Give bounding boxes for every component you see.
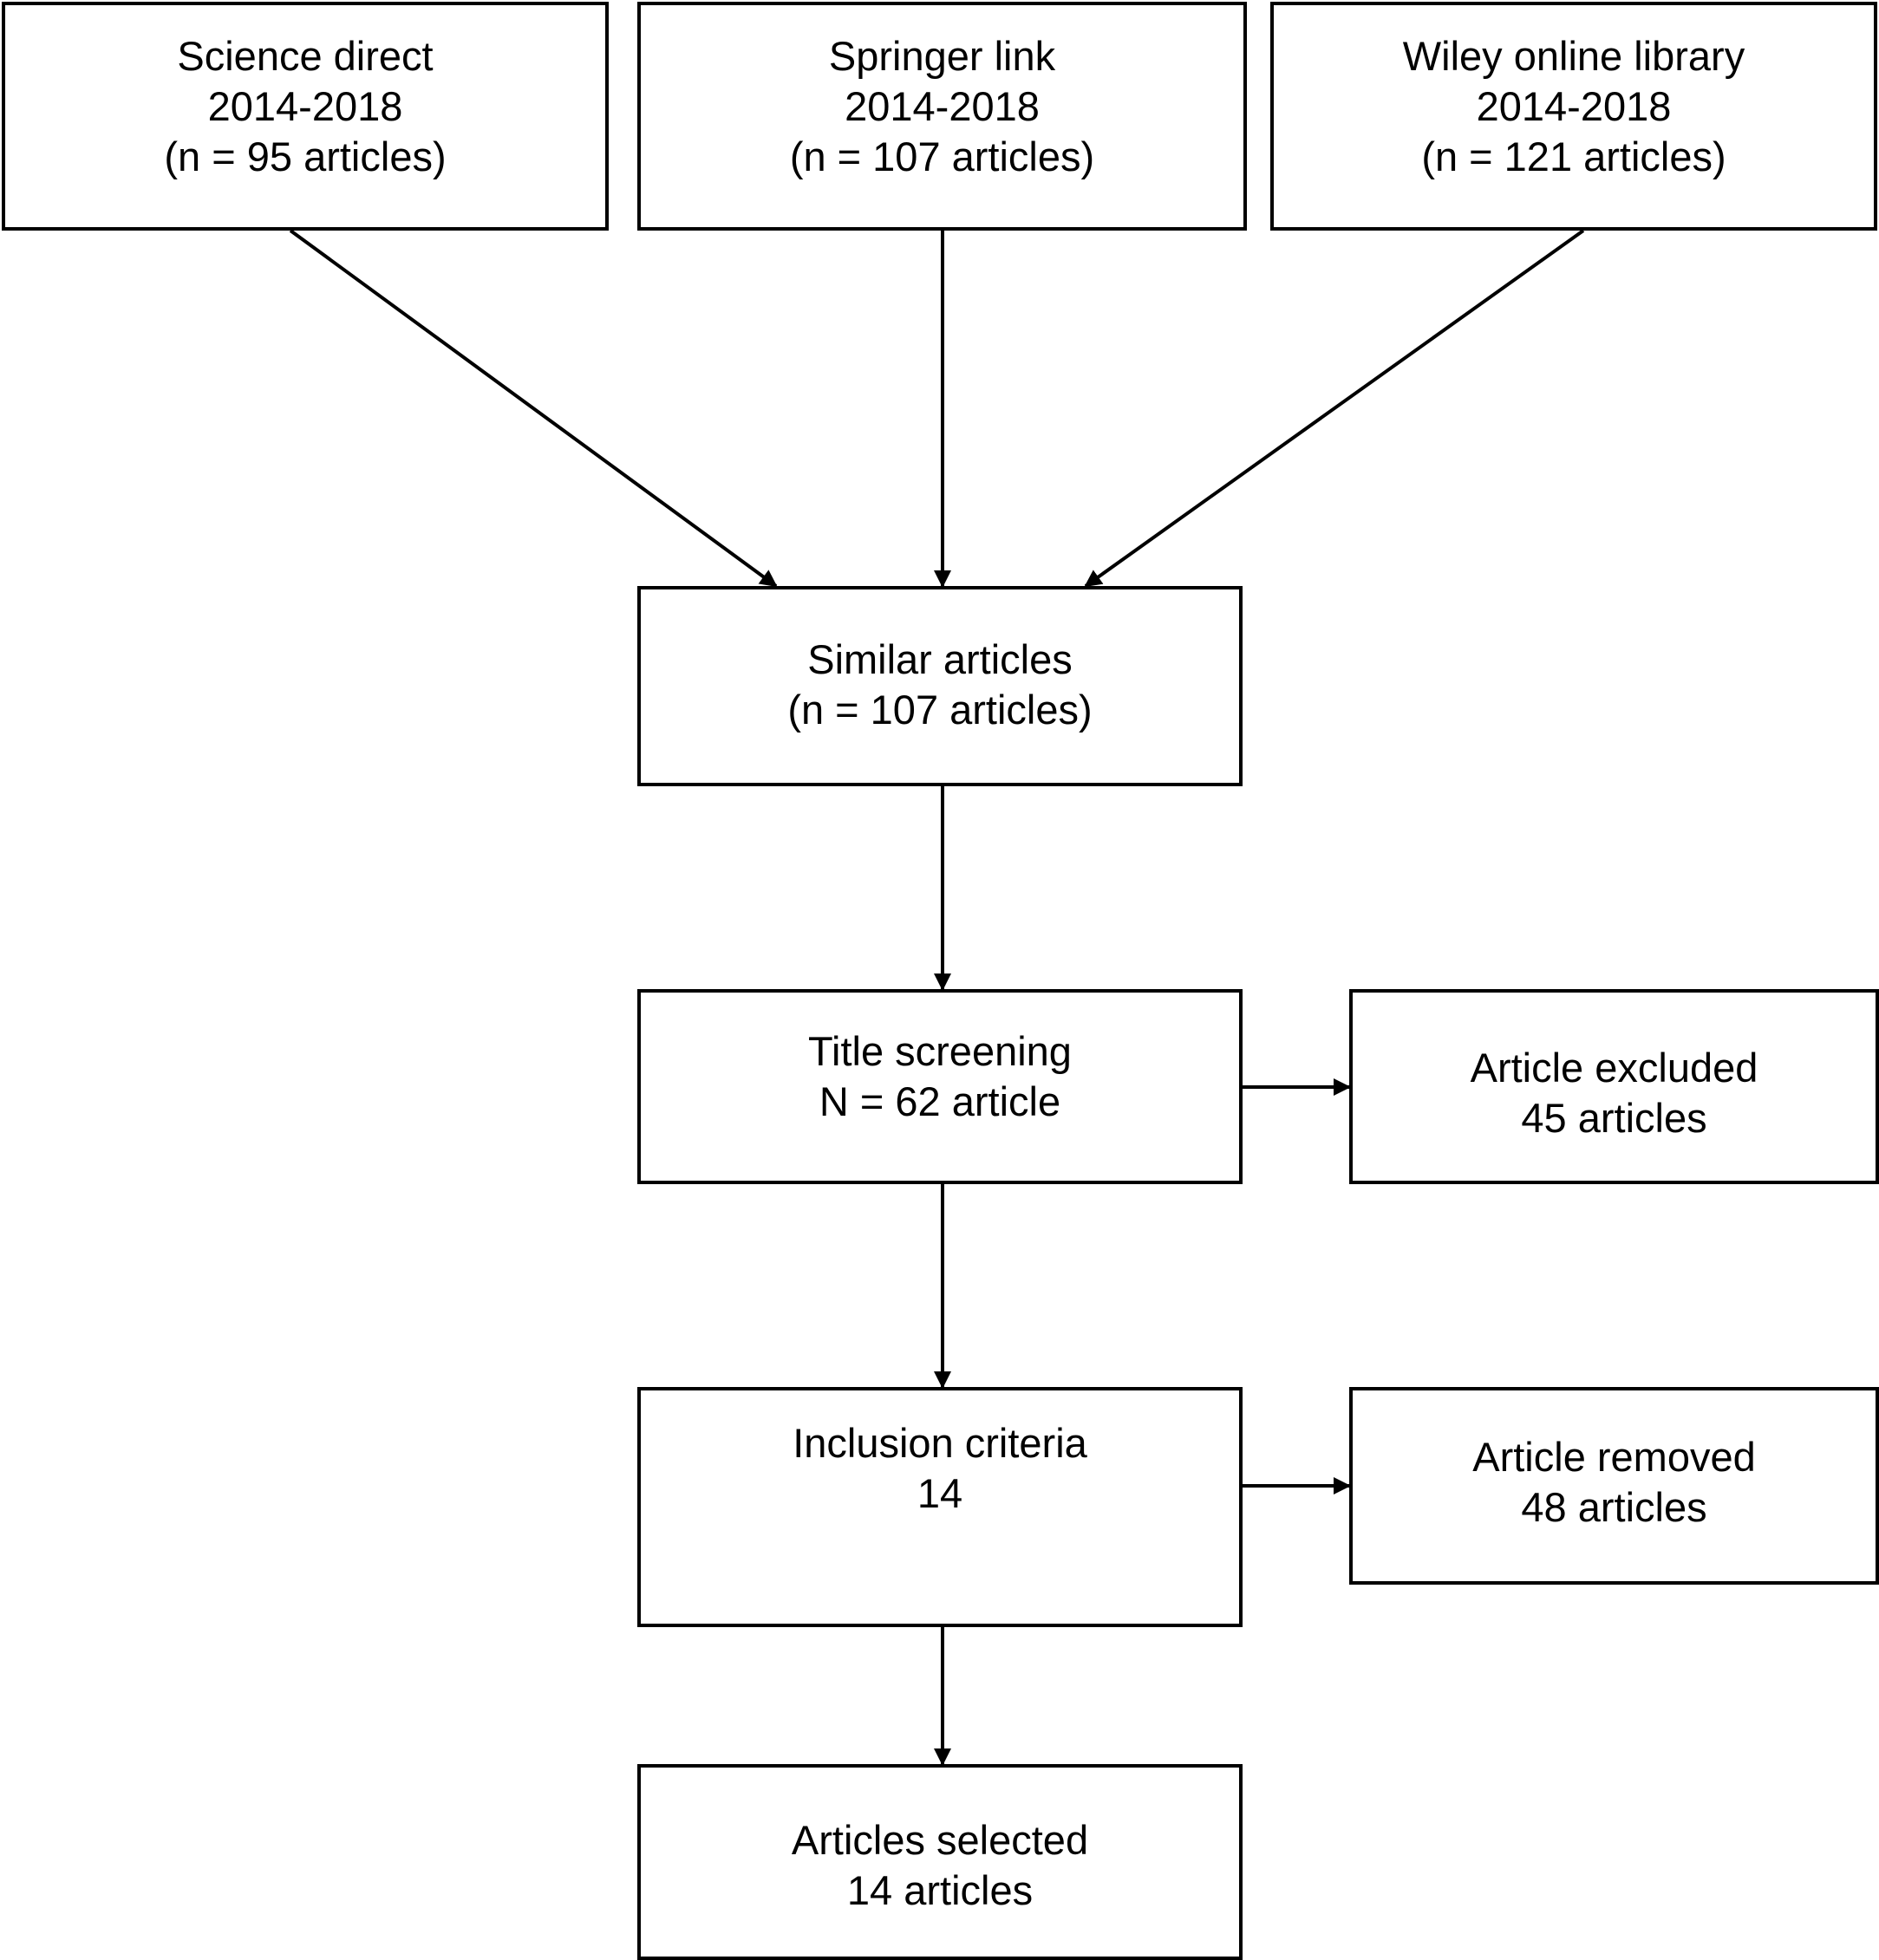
node-selected-line-2: 14 articles: [846, 1867, 1034, 1913]
node-wiley-line-3: (n = 121 articles): [1421, 133, 1726, 179]
node-removed-line-1: Article removed: [1472, 1434, 1756, 1480]
node-springer-link: Springer link 2014-2018 (n = 107 article…: [637, 2, 1247, 231]
node-excluded-line-2: 45 articles: [1521, 1095, 1707, 1141]
edge-wiley-to-similar: [1084, 229, 1585, 588]
node-similar-line-2: (n = 107 articles): [787, 687, 1093, 733]
node-springer-link-line-1: Springer link: [828, 33, 1056, 79]
node-title-screening-line-1: Title screening: [808, 1028, 1072, 1074]
node-similar-line-1: Similar articles: [807, 636, 1073, 682]
node-inclusion-line-2: 14: [917, 1470, 963, 1516]
node-article-removed: Article removed 48 articles: [1349, 1387, 1879, 1585]
node-selected-line-1: Articles selected: [791, 1817, 1089, 1863]
node-wiley-line-2: 2014-2018: [1476, 83, 1672, 129]
node-similar-articles: Similar articles (n = 107 articles): [637, 586, 1243, 786]
node-science-direct-line-1: Science direct: [177, 33, 434, 79]
node-inclusion-criteria: Inclusion criteria 14: [637, 1387, 1243, 1627]
node-excluded-line-1: Article excluded: [1470, 1045, 1758, 1091]
node-title-screening: Title screening N = 62 article: [637, 989, 1243, 1184]
node-wiley-line-1: Wiley online library: [1402, 33, 1745, 79]
node-inclusion-line-1: Inclusion criteria: [793, 1420, 1087, 1466]
node-science-direct-line-3: (n = 95 articles): [164, 133, 447, 179]
edge-science-direct-to-similar: [289, 229, 778, 588]
node-springer-link-line-2: 2014-2018: [845, 83, 1040, 129]
node-removed-line-2: 48 articles: [1521, 1484, 1707, 1530]
node-science-direct-line-2: 2014-2018: [207, 83, 403, 129]
node-article-excluded: Article excluded 45 articles: [1349, 989, 1879, 1184]
node-science-direct: Science direct 2014-2018 (n = 95 article…: [2, 2, 609, 231]
node-title-screening-line-2: N = 62 article: [819, 1078, 1061, 1124]
node-articles-selected: Articles selected 14 articles: [637, 1764, 1243, 1960]
node-wiley-online-library: Wiley online library 2014-2018 (n = 121 …: [1270, 2, 1877, 231]
node-springer-link-line-3: (n = 107 articles): [789, 133, 1095, 179]
